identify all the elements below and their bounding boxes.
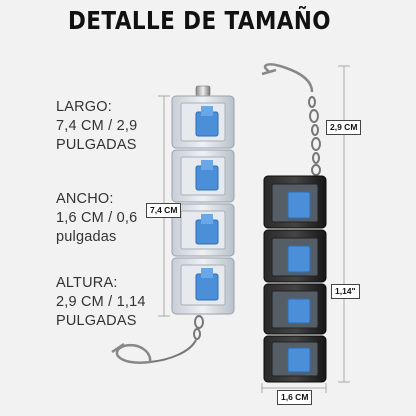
clear-switch-3 xyxy=(171,203,235,257)
dark-switch-4 xyxy=(263,335,327,383)
page-title: DETALLE DE TAMAÑO xyxy=(68,6,332,35)
height-cm-badge: 2,9 CM xyxy=(326,120,362,135)
dark-switch-1 xyxy=(263,175,327,229)
dark-chain xyxy=(308,96,321,176)
dark-keyring xyxy=(261,63,314,93)
clear-switch-1 xyxy=(171,95,235,149)
spec-width-value: 1,6 CM / 0,6 pulgadas xyxy=(56,210,138,245)
length-badge: 7,4 CM xyxy=(146,203,182,218)
spec-length-value: 7,4 CM / 2,9 PULGADAS xyxy=(56,118,138,153)
spec-width: ANCHO: 1,6 CM / 0,6 pulgadas xyxy=(56,190,166,247)
spec-height: ALTURA: 2,9 CM / 1,14 PULGADAS xyxy=(56,274,166,331)
clear-chain xyxy=(149,315,204,363)
clear-switch-2 xyxy=(171,149,235,203)
spec-height-label: ALTURA: xyxy=(56,275,118,291)
clear-top-loop xyxy=(195,85,211,97)
height-in-badge: 1,14" xyxy=(331,284,360,299)
spec-length-label: LARGO: xyxy=(56,99,112,115)
width-badge: 1,6 CM xyxy=(277,390,313,405)
clear-switch-4 xyxy=(171,257,235,315)
dark-switch-3 xyxy=(263,283,327,335)
spec-length: LARGO: 7,4 CM / 2,9 PULGADAS xyxy=(56,98,166,155)
dark-keychain xyxy=(261,63,327,383)
spec-width-label: ANCHO: xyxy=(56,191,114,207)
clear-keyring xyxy=(111,342,152,364)
dark-switch-2 xyxy=(263,229,327,283)
spec-height-value: 2,9 CM / 1,14 PULGADAS xyxy=(56,294,146,329)
clear-keychain xyxy=(111,85,235,364)
